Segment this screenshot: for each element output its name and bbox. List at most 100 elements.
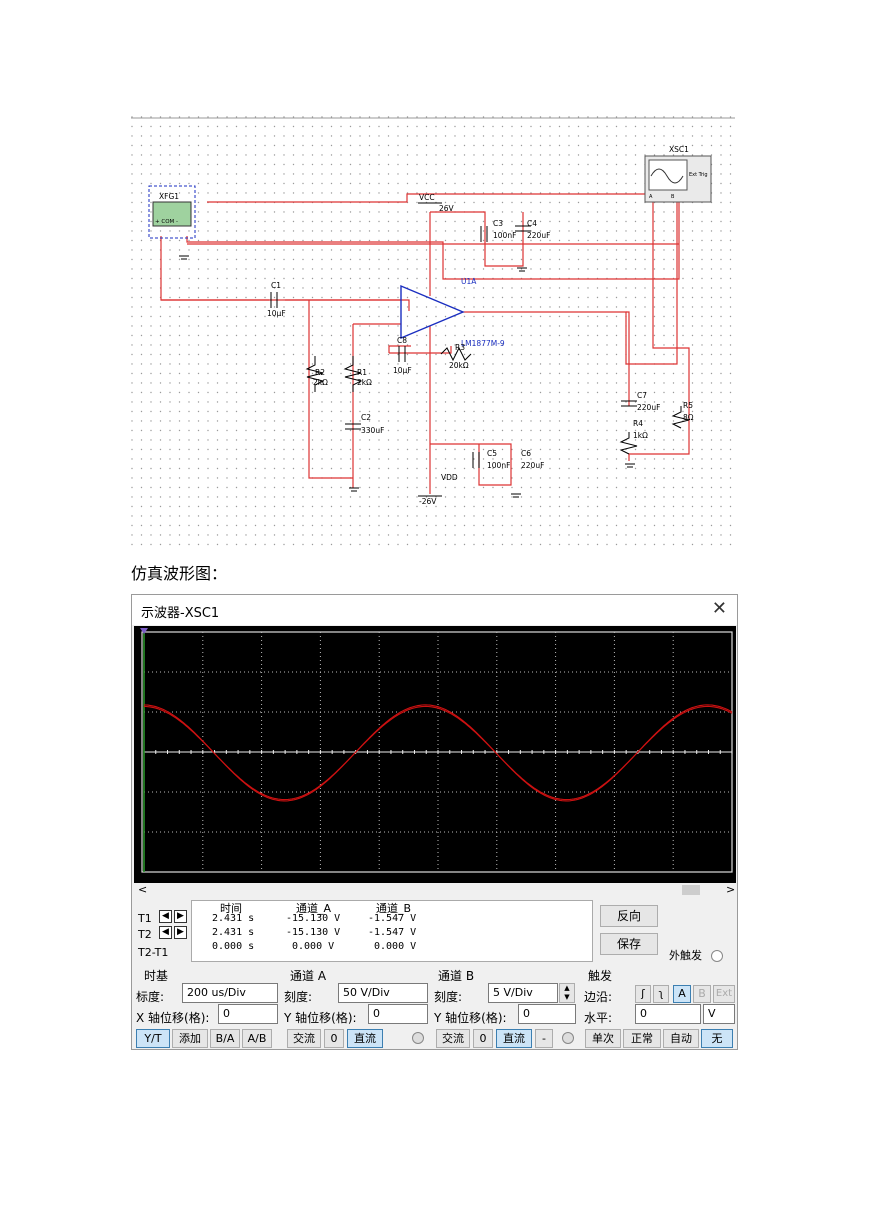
channel-b-zero-button[interactable]: 0 xyxy=(473,1029,493,1048)
timebase-scale-input[interactable]: 200 us/Div xyxy=(182,983,278,1003)
x-offset-label: X 轴位移(格): xyxy=(136,1011,210,1025)
scroll-left-icon[interactable]: < xyxy=(138,883,148,896)
trace-channel-b xyxy=(143,704,733,802)
mode-add-button[interactable]: 添加 xyxy=(172,1029,208,1048)
channel-a-radio[interactable] xyxy=(412,1032,424,1044)
u1a-label: U1A xyxy=(461,277,477,286)
x-offset-input[interactable]: 0 xyxy=(218,1004,278,1024)
t2-time: 2.431 s xyxy=(212,927,255,938)
channel-b-scale-label: 刻度: xyxy=(434,990,463,1004)
channel-a-title: 通道 A xyxy=(290,969,327,983)
trigger-source-ext-button[interactable]: Ext xyxy=(713,985,735,1003)
trigger-normal-button[interactable]: 正常 xyxy=(623,1029,661,1048)
header-time: 时间 xyxy=(220,902,242,915)
channel-a-scale-input[interactable]: 50 V/Div xyxy=(338,983,428,1003)
channel-b-dc-button[interactable]: 直流 xyxy=(496,1029,532,1048)
mode-ab-button[interactable]: A/B xyxy=(242,1029,272,1048)
trigger-auto-button[interactable]: 自动 xyxy=(663,1029,699,1048)
xsc-ext-label: Ext Trig xyxy=(689,172,708,178)
xfg1-label: XFG1 xyxy=(159,192,179,201)
r5-value: 8Ω xyxy=(683,413,694,422)
trigger-title: 触发 xyxy=(588,969,613,983)
header-channel-b: 通道_B xyxy=(376,902,412,915)
timebase-scale-label: 标度: xyxy=(136,990,165,1004)
vdd-value: -26V xyxy=(419,497,437,506)
xsc-b-label: B xyxy=(671,194,675,200)
t1-label: T1 xyxy=(138,912,152,925)
t2-t1-channel-b: 0.000 V xyxy=(374,941,417,952)
cursor-readout: T1 ◀ ▶ T2 ◀ ▶ T2-T1 时间 通道_A 通道_B 2.431 s… xyxy=(135,900,723,962)
t2-t1-label: T2-T1 xyxy=(138,946,169,959)
trigger-source-a-button[interactable]: A xyxy=(673,985,691,1003)
channel-a-dc-button[interactable]: 直流 xyxy=(347,1029,383,1048)
t2-channel-a: -15.130 V xyxy=(286,927,341,938)
u1a-part: LM1877M-9 xyxy=(461,339,505,348)
horizontal-scrollbar[interactable]: < > xyxy=(134,883,736,897)
mode-ba-button[interactable]: B/A xyxy=(210,1029,240,1048)
t1-channel-a: -15.130 V xyxy=(286,913,341,924)
xfg1-terminals: + COM - xyxy=(155,219,178,225)
trigger-level-input[interactable]: 0 xyxy=(635,1004,701,1024)
header-channel-a: 通道_A xyxy=(296,902,332,915)
c8-label: C8 xyxy=(397,336,407,345)
c2-label: C2 xyxy=(361,413,371,422)
r3-value: 20kΩ xyxy=(449,361,469,370)
t1-left-arrow-icon[interactable]: ◀ xyxy=(159,910,172,923)
reverse-button[interactable]: 反向 xyxy=(600,905,658,927)
vcc-value: 26V xyxy=(439,204,455,213)
timebase-title: 时基 xyxy=(144,969,169,983)
t1-right-arrow-icon[interactable]: ▶ xyxy=(174,910,187,923)
channel-a-scale-label: 刻度: xyxy=(284,990,313,1004)
trigger-falling-edge-button[interactable]: ʅ xyxy=(653,985,669,1003)
t2-t1-channel-a: 0.000 V xyxy=(292,941,335,952)
xsc-a-label: A xyxy=(649,194,653,200)
c2-value: 330uF xyxy=(361,426,384,435)
channel-b-yoffset-input[interactable]: 0 xyxy=(518,1004,576,1024)
scope-grid xyxy=(143,632,733,872)
c6-label: C6 xyxy=(521,449,531,458)
t2-t1-time: 0.000 s xyxy=(212,941,255,952)
close-icon[interactable]: ✕ xyxy=(711,598,727,619)
t2-channel-b: -1.547 V xyxy=(368,927,417,938)
c5-value: 100nF xyxy=(487,461,510,470)
r2-label: R2 xyxy=(315,368,325,377)
r4-value: 1kΩ xyxy=(633,431,648,440)
c7-label: C7 xyxy=(637,391,647,400)
r1-value: 2kΩ xyxy=(357,378,372,387)
scroll-thumb[interactable] xyxy=(682,885,700,895)
trigger-rising-edge-button[interactable]: ʃ xyxy=(635,985,651,1003)
trigger-source-b-button[interactable]: B xyxy=(693,985,711,1003)
t1-channel-b: -1.547 V xyxy=(368,913,417,924)
xsc1-label: XSC1 xyxy=(669,145,689,154)
channel-b-spinner-icon[interactable]: ▲▼ xyxy=(559,983,575,1003)
channel-a-yoffset-input[interactable]: 0 xyxy=(368,1004,428,1024)
channel-a-zero-button[interactable]: 0 xyxy=(324,1029,344,1048)
channel-b-scale-input[interactable]: 5 V/Div xyxy=(488,983,558,1003)
waveform-caption: 仿真波形图： xyxy=(131,564,228,583)
c4-value: 220uF xyxy=(527,231,550,240)
trigger-level-label: 水平: xyxy=(584,1011,613,1025)
trigger-level-unit[interactable]: V xyxy=(703,1004,735,1024)
r2-value: 2kΩ xyxy=(313,378,328,387)
mode-yt-button[interactable]: Y/T xyxy=(136,1029,170,1048)
channel-a-ac-button[interactable]: 交流 xyxy=(287,1029,321,1048)
window-titlebar: 示波器-XSC1 ✕ xyxy=(132,595,737,625)
scope-screen[interactable] xyxy=(134,626,736,883)
channel-b-invert-button[interactable]: - xyxy=(535,1029,553,1048)
c8-value: 10μF xyxy=(393,366,412,375)
t2-right-arrow-icon[interactable]: ▶ xyxy=(174,926,187,939)
t2-label: T2 xyxy=(138,928,152,941)
vdd-label: VDD xyxy=(441,473,458,482)
trigger-edge-label: 边沿: xyxy=(584,990,613,1004)
t2-left-arrow-icon[interactable]: ◀ xyxy=(159,926,172,939)
save-button[interactable]: 保存 xyxy=(600,933,658,955)
trigger-none-button[interactable]: 无 xyxy=(701,1029,733,1048)
scroll-right-icon[interactable]: > xyxy=(726,883,736,896)
ext-trigger-radio[interactable] xyxy=(711,950,723,962)
channel-b-radio[interactable] xyxy=(562,1032,574,1044)
channel-b-ac-button[interactable]: 交流 xyxy=(436,1029,470,1048)
oscilloscope-window: 示波器-XSC1 ✕ < > T1 ◀ ▶ T2 ◀ ▶ T2-T1 时间 通道… xyxy=(131,594,738,1050)
c1-label: C1 xyxy=(271,281,281,290)
readout-table: 时间 通道_A 通道_B 2.431 s -15.130 V -1.547 V … xyxy=(191,900,593,962)
trigger-single-button[interactable]: 单次 xyxy=(585,1029,621,1048)
